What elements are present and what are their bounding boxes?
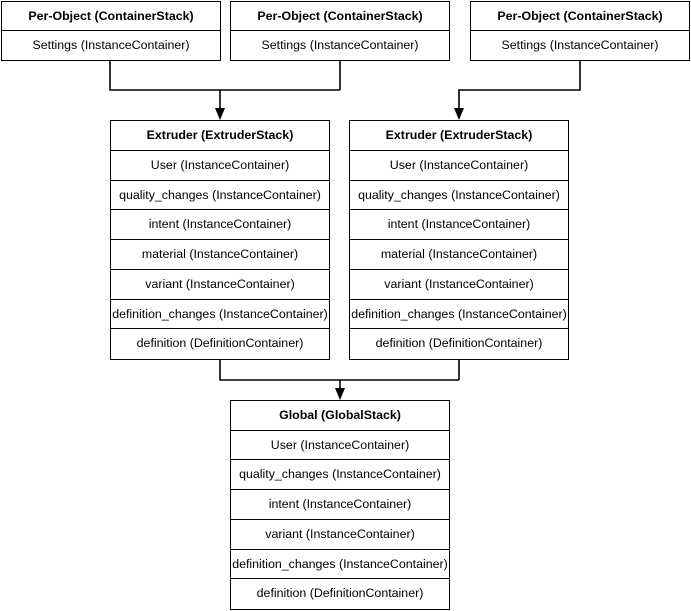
node-row-variant: variant (InstanceContainer) xyxy=(231,519,449,550)
node-row-quality-changes: quality_changes (InstanceContainer) xyxy=(231,460,449,491)
node-row-intent: intent (InstanceContainer) xyxy=(111,210,329,240)
node-row-settings: Settings (InstanceContainer) xyxy=(471,31,689,60)
node-header: Per-Object (ContainerStack) xyxy=(471,2,689,32)
node-row-material: material (InstanceContainer) xyxy=(350,240,568,270)
node-row-user: User (InstanceContainer) xyxy=(231,430,449,461)
node-per-object-1[interactable]: Per-Object (ContainerStack) Settings (In… xyxy=(1,1,221,61)
node-row-variant: variant (InstanceContainer) xyxy=(111,269,329,300)
edge-extruder-1-to-global xyxy=(219,360,459,381)
node-row-definition-changes: definition_changes (InstanceContainer) xyxy=(231,549,449,580)
node-header: Per-Object (ContainerStack) xyxy=(231,2,449,32)
node-extruder-1[interactable]: Extruder (ExtruderStack) User (InstanceC… xyxy=(110,120,330,360)
node-row-definition: definition (DefinitionContainer) xyxy=(231,579,449,610)
node-row-definition-changes: definition_changes (InstanceContainer) xyxy=(350,299,568,330)
node-row-definition: definition (DefinitionContainer) xyxy=(350,329,568,359)
node-extruder-2[interactable]: Extruder (ExtruderStack) User (InstanceC… xyxy=(349,120,569,360)
edge-per-object-1-to-extruder-1 xyxy=(109,61,340,91)
node-per-object-2[interactable]: Per-Object (ContainerStack) Settings (In… xyxy=(230,1,450,61)
node-row-definition: definition (DefinitionContainer) xyxy=(111,329,329,359)
edge-per-object-3-to-extruder-2 xyxy=(458,61,581,112)
node-row-user: User (InstanceContainer) xyxy=(350,150,568,181)
arrowhead-extruder-1 xyxy=(215,108,225,120)
node-row-quality-changes: quality_changes (InstanceContainer) xyxy=(350,180,568,211)
arrowhead-extruder-2 xyxy=(454,108,464,120)
node-header: Global (GlobalStack) xyxy=(231,401,449,431)
node-per-object-3[interactable]: Per-Object (ContainerStack) Settings (In… xyxy=(470,1,690,61)
node-row-intent: intent (InstanceContainer) xyxy=(350,210,568,240)
node-row-variant: variant (InstanceContainer) xyxy=(350,269,568,300)
node-row-intent: intent (InstanceContainer) xyxy=(231,490,449,520)
arrowhead-global xyxy=(335,388,345,400)
node-row-definition-changes: definition_changes (InstanceContainer) xyxy=(111,299,329,330)
node-row-settings: Settings (InstanceContainer) xyxy=(231,31,449,60)
node-row-quality-changes: quality_changes (InstanceContainer) xyxy=(111,180,329,211)
node-global[interactable]: Global (GlobalStack) User (InstanceConta… xyxy=(230,400,450,610)
node-header: Extruder (ExtruderStack) xyxy=(350,121,568,151)
node-row-user: User (InstanceContainer) xyxy=(111,150,329,181)
node-row-material: material (InstanceContainer) xyxy=(111,240,329,270)
node-header: Extruder (ExtruderStack) xyxy=(111,121,329,151)
node-row-settings: Settings (InstanceContainer) xyxy=(2,31,220,60)
node-header: Per-Object (ContainerStack) xyxy=(2,2,220,32)
